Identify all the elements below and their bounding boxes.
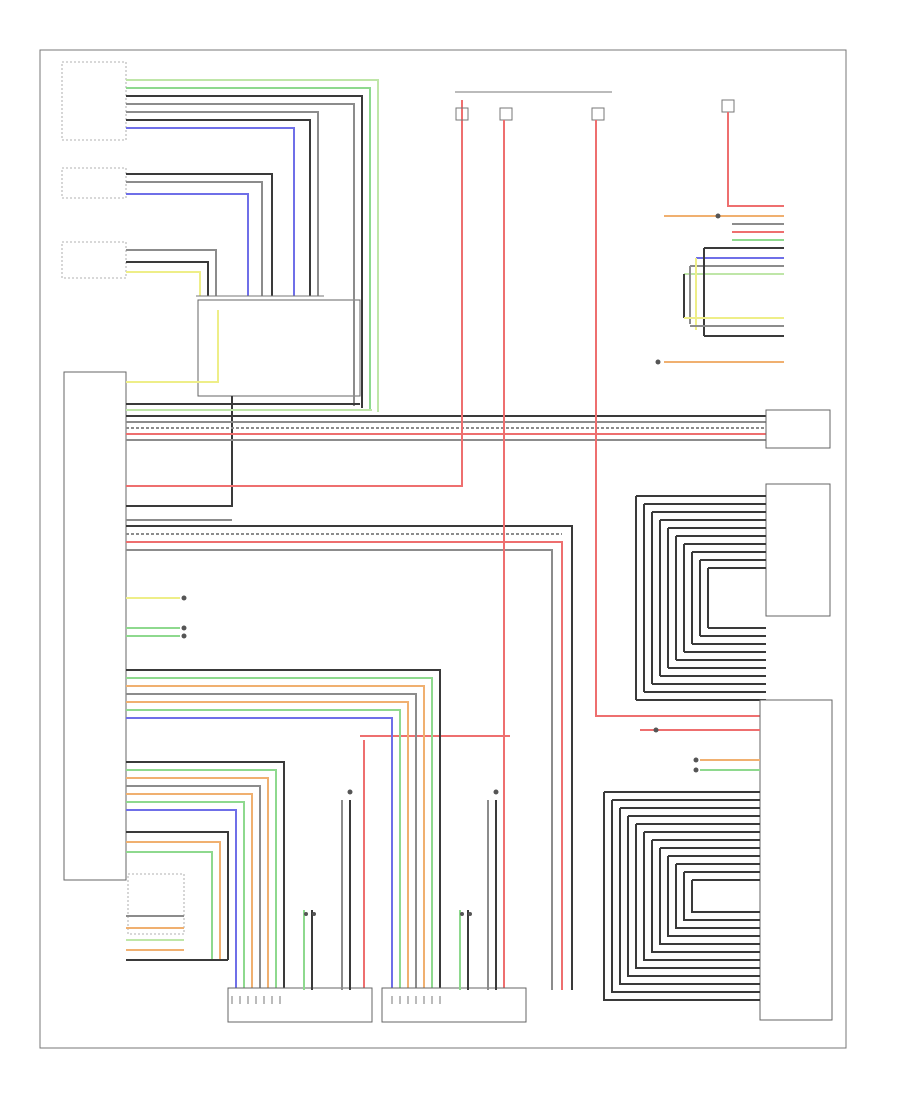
rear-display-right bbox=[381, 987, 527, 1023]
rear-display-left bbox=[227, 987, 373, 1023]
red-feed-wires bbox=[360, 112, 784, 990]
top-left-wire-bundle bbox=[126, 79, 379, 507]
right-upper-module bbox=[765, 409, 831, 449]
right-lower-module bbox=[759, 699, 833, 1021]
bottom-left-bundle bbox=[126, 597, 441, 990]
right-mid-wires bbox=[635, 495, 766, 701]
bottom-small-wires bbox=[303, 800, 497, 990]
right-low-wires bbox=[603, 729, 760, 1001]
central-module-box bbox=[197, 299, 361, 397]
lower-bus bbox=[126, 100, 573, 990]
left-switch-group bbox=[61, 61, 361, 935]
ground-symbols bbox=[181, 213, 721, 916]
upper-bus bbox=[126, 403, 766, 441]
connector-ticks bbox=[196, 295, 441, 1004]
right-mid-module bbox=[765, 483, 831, 617]
fuse-block bbox=[455, 91, 735, 121]
head-unit-box bbox=[63, 371, 127, 881]
right-top-ladder bbox=[664, 215, 784, 363]
diagram-frame bbox=[39, 49, 847, 1049]
